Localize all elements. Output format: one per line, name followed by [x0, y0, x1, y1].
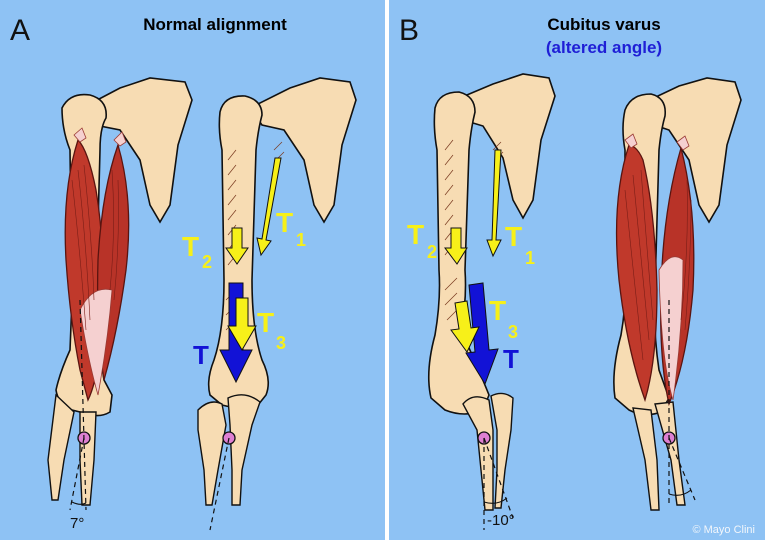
panel-letter-b: B	[399, 14, 419, 48]
panel-normal-alignment: T 1 T 2 T 3 T 7° A Normal alignment	[0, 0, 385, 540]
radius-b1	[491, 393, 513, 508]
force-t1-sub-b: 1	[525, 248, 535, 268]
angle-label-a: 7°	[70, 515, 84, 532]
force-t2-sub-b: 2	[427, 242, 437, 262]
radius-a1	[80, 412, 96, 505]
ulna-b1	[463, 397, 493, 510]
force-t2-label-a: T	[182, 231, 199, 262]
force-t1-sub-a: 1	[296, 230, 306, 250]
panel-cubitus-varus: T 1 T 2 T 3 T -10°	[389, 0, 765, 540]
force-t2-label-b: T	[407, 219, 424, 250]
force-t-label-a: T	[193, 340, 209, 370]
angle-label-b: -10°	[487, 512, 515, 529]
force-t1-label-a: T	[276, 207, 293, 238]
ulna-a1	[48, 395, 74, 500]
arm-bone-view-a: T 1 T 2 T 3 T	[182, 78, 356, 530]
force-t3-sub-b: 3	[508, 322, 518, 342]
scapula-a2	[250, 78, 356, 222]
force-t3-sub-a: 3	[276, 333, 286, 353]
force-t2-sub-a: 2	[202, 252, 212, 272]
arm-muscle-view-b	[614, 78, 741, 510]
radius-a2	[228, 395, 260, 505]
ulna-b2	[633, 408, 659, 510]
panel-subtitle-b: (altered angle)	[484, 38, 724, 58]
force-t1-label-b: T	[505, 221, 522, 252]
force-t-label-b: T	[503, 344, 519, 374]
force-t1-arrow-b	[487, 150, 501, 256]
ulna-a2	[198, 402, 226, 505]
panel-letter-a: A	[10, 14, 30, 48]
force-t3-label-a: T	[257, 307, 274, 338]
copyright-credit: © Mayo Clini	[692, 524, 755, 536]
radius-b2	[655, 402, 685, 505]
force-t3-label-b: T	[489, 295, 506, 326]
panel-title-b: Cubitus varus	[484, 15, 724, 35]
panel-b-illustration: T 1 T 2 T 3 T -10°	[389, 0, 765, 540]
panel-a-illustration: T 1 T 2 T 3 T 7°	[0, 0, 385, 540]
arm-muscle-view-a	[48, 78, 192, 510]
panel-title-a: Normal alignment	[95, 15, 335, 35]
arm-bone-view-b: T 1 T 2 T 3 T	[407, 74, 555, 530]
